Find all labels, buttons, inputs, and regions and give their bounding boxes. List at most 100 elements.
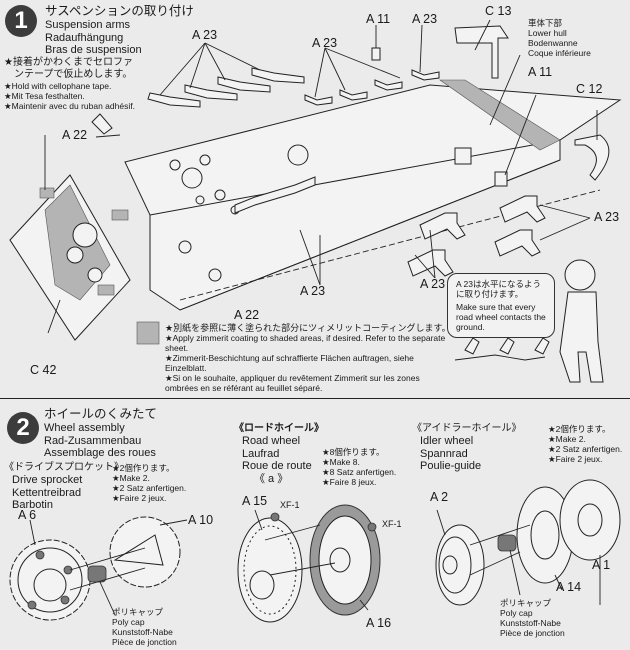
step-2-title-jp: ホイールのくみたて xyxy=(44,407,158,421)
idler-make-en: ★Make 2. xyxy=(548,434,586,444)
tape-note-en: ★Hold with cellophane tape. xyxy=(4,81,112,91)
idler-jp: 《アイドラーホイール》 xyxy=(412,423,522,434)
road-wheel-heading: 《ロードホイール》 Road wheel Laufrad Roue de rou… xyxy=(234,423,324,485)
step-1-title-de: Radaufhängung xyxy=(45,31,124,44)
tape-note-jp-1: ★接着がかわくまでセロファ xyxy=(4,57,133,68)
label-a14: A 14 xyxy=(556,580,582,594)
suspension-arms-bottom xyxy=(234,147,546,277)
step-2-title-en: Wheel assembly xyxy=(44,422,125,434)
label-c42: C 42 xyxy=(30,363,57,377)
idler-en: Idler wheel xyxy=(420,435,474,447)
sprocket-make-de: ★2 Satz anfertigen. xyxy=(112,483,187,493)
tape-note: ★接着がかわくまでセロファ ンテープで仮止めします。 ★Hold with ce… xyxy=(4,57,144,111)
idler-de: Spannrad xyxy=(420,447,468,460)
sprocket-en: Drive sprocket xyxy=(12,474,83,486)
cartoon-mechanic-drawing xyxy=(454,259,604,383)
sprocket-make-fr: ★Faire 2 jeux. xyxy=(112,493,167,503)
label-a16: A 16 xyxy=(366,616,392,630)
label-a23: A 23 xyxy=(412,12,438,26)
road-wheel-make-en: ★Make 8. xyxy=(322,457,360,467)
zimmerit-note-de: ★Zimmerit-Beschichtung auf schraffierte … xyxy=(165,353,414,373)
sprocket-de: Kettentreibrad xyxy=(12,486,82,499)
polycap-jp: ポリキャップ xyxy=(112,607,164,617)
sprocket-fr: Barbotin xyxy=(12,499,53,511)
label-a15: A 15 xyxy=(242,494,268,508)
polycap-de: Kunststoff-Nabe xyxy=(500,618,561,628)
label-a23: A 23 xyxy=(420,277,446,291)
idler-make-fr: ★Faire 2 jeux. xyxy=(548,454,603,464)
part-a22-drawing xyxy=(91,113,222,282)
label-a22: A 22 xyxy=(234,308,260,322)
step-1-title-fr: Bras de suspension xyxy=(45,44,142,56)
road-wheel-make-fr: ★Faire 8 jeux. xyxy=(322,477,377,487)
label-a11: A 11 xyxy=(528,65,553,79)
road-wheel-variant: 《 a 》 xyxy=(254,472,289,485)
tip-bubble-en: Make sure that every road wheel contacts… xyxy=(456,302,546,332)
zimmerit-note-jp: ★別紙を参照に薄く塗られた部分にツィメリットコーティングします。 xyxy=(165,323,451,333)
lower-hull-fr: Coque inférieure xyxy=(528,48,591,58)
label-a23: A 23 xyxy=(192,28,218,42)
rear-plate-c42-drawing xyxy=(9,174,131,341)
idler-make-de: ★2 Satz anfertigen. xyxy=(548,444,623,454)
zimmerit-note: ★別紙を参照に薄く塗られた部分にツィメリットコーティングします。 ★Apply … xyxy=(165,323,455,393)
label-a23: A 23 xyxy=(594,210,620,224)
label-xf1: XF-1 xyxy=(382,519,402,529)
idler-polycap-label: ポリキャップ Poly cap Kunststoff-Nabe Pièce de… xyxy=(500,598,565,638)
road-wheel-make-de: ★8 Satz anfertigen. xyxy=(322,467,397,477)
label-a1: A 1 xyxy=(592,558,611,572)
road-wheel-drawing xyxy=(237,504,381,623)
label-c12: C 12 xyxy=(576,82,603,96)
idler-wheel-drawing xyxy=(435,479,621,606)
tape-note-de: ★Mit Tesa festhalten. xyxy=(4,91,85,101)
road-wheel-de: Laufrad xyxy=(242,447,280,460)
step-1-title-en: Suspension arms xyxy=(45,19,130,31)
part-c12-drawing xyxy=(574,134,610,181)
leader-lines-step1 xyxy=(44,19,598,334)
part-c13-drawing xyxy=(454,25,509,79)
sprocket-make-note: ★2個作ります。 ★Make 2. ★2 Satz anfertigen. ★F… xyxy=(112,463,186,503)
polycap-fr: Pièce de jonction xyxy=(112,637,177,647)
idler-fr: Poulie-guide xyxy=(420,460,482,472)
sprocket-heading: 《ドライブスプロケット》 Drive sprocket Kettentreibr… xyxy=(4,462,124,512)
zimmerit-note-fr: ★Si on le souhaite, appliquer du revêtem… xyxy=(165,373,420,393)
lower-hull-jp: 車体下部 xyxy=(528,18,563,28)
polycap-en: Poly cap xyxy=(112,617,145,627)
polycap-en: Poly cap xyxy=(500,608,533,618)
road-wheel-en: Road wheel xyxy=(242,435,301,447)
road-wheel-jp: 《ロードホイール》 xyxy=(234,423,324,434)
step-1-title-jp: サスペンションの取り付け xyxy=(45,4,194,18)
step-2-badge: 2 xyxy=(7,412,39,444)
label-a6: A 6 xyxy=(18,508,37,522)
suspension-arms-top xyxy=(147,47,440,108)
step-1-badge: 1 xyxy=(5,5,37,37)
label-c13: C 13 xyxy=(485,4,512,18)
polycap-de: Kunststoff-Nabe xyxy=(112,627,173,637)
label-a2: A 2 xyxy=(430,490,449,504)
label-xf1: XF-1 xyxy=(280,500,300,510)
drive-sprocket-drawing xyxy=(9,516,188,621)
label-a11: A 11 xyxy=(366,12,391,26)
lower-hull-de: Bodenwanne xyxy=(528,38,578,48)
tape-note-jp-2: ンテープで仮止めします。 xyxy=(14,69,133,80)
step-1-title: サスペンションの取り付け Suspension arms Radaufhängu… xyxy=(45,4,194,57)
zimmerit-swatch xyxy=(136,321,160,345)
road-wheel-fr: Roue de route xyxy=(242,460,312,472)
lower-hull-label: 車体下部 Lower hull Bodenwanne Coque inférie… xyxy=(528,18,591,58)
section-divider xyxy=(0,398,630,399)
label-a23: A 23 xyxy=(300,284,326,298)
tip-bubble: A 23は水平になるように取り付けます。 Make sure that ever… xyxy=(447,273,555,338)
sprocket-make-jp: ★2個作ります。 xyxy=(112,463,175,473)
lower-hull-en: Lower hull xyxy=(528,28,567,38)
step-2-title-de: Rad-Zusammenbau xyxy=(44,434,142,447)
zimmerit-note-en: ★Apply zimmerit coating to shaded areas,… xyxy=(165,333,446,353)
step-2-title-fr: Assemblage des roues xyxy=(44,447,156,459)
sprocket-make-en: ★Make 2. xyxy=(112,473,150,483)
road-wheel-make-jp: ★8個作ります。 xyxy=(322,447,385,457)
polycap-jp: ポリキャップ xyxy=(500,598,552,608)
label-a10: A 10 xyxy=(188,513,214,527)
lower-hull-drawing xyxy=(124,79,622,311)
label-a23: A 23 xyxy=(312,36,338,50)
polycap-fr: Pièce de jonction xyxy=(500,628,565,638)
idler-heading: 《アイドラーホイール》 Idler wheel Spannrad Poulie-… xyxy=(412,423,522,473)
